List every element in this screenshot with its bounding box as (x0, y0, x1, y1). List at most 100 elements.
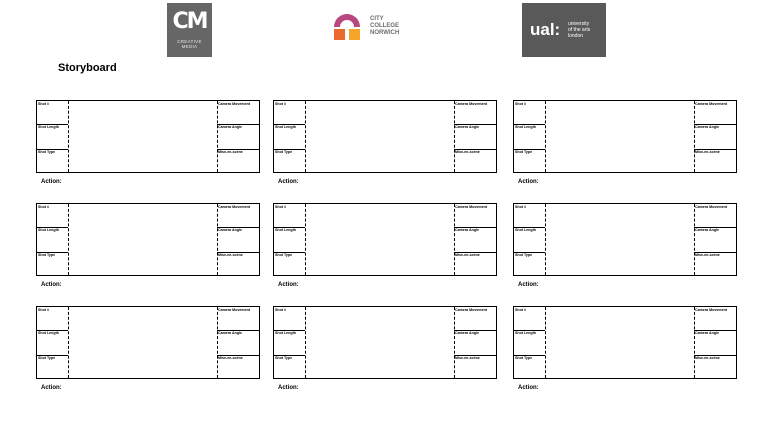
camera-movement-label: Camera Movement (695, 205, 727, 209)
camera-angle-label: Camera Angle (218, 228, 243, 232)
ccn-wordmark: CITY COLLEGE NORWICH (370, 16, 400, 36)
ual-wordmark: university of the arts london (568, 21, 591, 39)
action-label: Action: (278, 179, 299, 185)
panel-right-divider (217, 307, 218, 378)
shot-type-label: Shot Type (275, 253, 293, 257)
action-label: Action: (518, 385, 539, 391)
shot-length-label: Shot Length (275, 228, 296, 232)
mise-en-scene-label: Mise-en-scène (455, 150, 480, 154)
storyboard-panel: Shot # Shot Length Shot Type Camera Move… (513, 100, 737, 173)
panel-left-rule (514, 149, 545, 150)
storyboard-panel: Shot # Shot Length Shot Type Camera Move… (513, 203, 737, 276)
shot-length-label: Shot Length (275, 331, 296, 335)
panel-left-rule (37, 124, 68, 125)
panel-left-divider (305, 101, 306, 172)
shot-type-label: Shot Type (275, 356, 293, 360)
camera-angle-label: Camera Angle (695, 125, 720, 129)
panel-right-rule (454, 252, 496, 253)
panel-left-divider (68, 307, 69, 378)
panel-left-divider (305, 204, 306, 275)
shot-number-label: Shot # (275, 102, 286, 106)
logo-subtitle: CREATIVE MEDIA (177, 39, 202, 49)
panel-left-divider (68, 101, 69, 172)
storyboard-panel: Shot # Shot Length Shot Type Camera Move… (273, 203, 497, 276)
mise-en-scene-label: Mise-en-scène (695, 356, 720, 360)
storyboard-panel: Shot # Shot Length Shot Type Camera Move… (36, 306, 260, 379)
mise-en-scene-label: Mise-en-scène (218, 253, 243, 257)
panel-left-rule (37, 355, 68, 356)
storyboard-panel: Shot # Shot Length Shot Type Camera Move… (36, 100, 260, 173)
camera-movement-label: Camera Movement (455, 205, 487, 209)
shot-length-label: Shot Length (275, 125, 296, 129)
panel-right-rule (454, 355, 496, 356)
panel-right-divider (694, 204, 695, 275)
panel-right-rule (217, 149, 259, 150)
action-label: Action: (41, 179, 62, 185)
shot-type-label: Shot Type (38, 253, 56, 257)
panel-right-rule (454, 227, 496, 228)
shot-number-label: Shot # (515, 205, 526, 209)
panel-left-divider (545, 307, 546, 378)
panel-left-rule (37, 149, 68, 150)
panel-right-rule (454, 330, 496, 331)
panel-right-rule (694, 124, 736, 125)
camera-angle-label: Camera Angle (695, 228, 720, 232)
shot-type-label: Shot Type (38, 356, 56, 360)
panel-right-rule (694, 252, 736, 253)
ual-mark: ual: (530, 20, 561, 39)
panel-left-divider (68, 204, 69, 275)
action-label: Action: (518, 282, 539, 288)
panel-right-divider (454, 101, 455, 172)
camera-angle-label: Camera Angle (218, 125, 243, 129)
panel-left-rule (514, 252, 545, 253)
panel-right-divider (454, 204, 455, 275)
panel-left-rule (37, 330, 68, 331)
shot-length-label: Shot Length (38, 331, 59, 335)
mise-en-scene-label: Mise-en-scène (218, 356, 243, 360)
panel-right-rule (454, 149, 496, 150)
page-title: Storyboard (58, 62, 117, 74)
panel-right-divider (217, 204, 218, 275)
panel-left-rule (37, 227, 68, 228)
shot-length-label: Shot Length (515, 331, 536, 335)
camera-movement-label: Camera Movement (455, 102, 487, 106)
panel-right-rule (694, 330, 736, 331)
action-label: Action: (41, 385, 62, 391)
mise-en-scene-label: Mise-en-scène (455, 356, 480, 360)
panel-right-rule (694, 149, 736, 150)
panel-left-divider (545, 204, 546, 275)
panel-right-rule (217, 227, 259, 228)
panel-left-rule (514, 355, 545, 356)
panel-left-rule (274, 227, 305, 228)
shot-type-label: Shot Type (515, 253, 533, 257)
shot-number-label: Shot # (38, 308, 49, 312)
panel-right-divider (694, 307, 695, 378)
camera-movement-label: Camera Movement (455, 308, 487, 312)
storyboard-panel: Shot # Shot Length Shot Type Camera Move… (513, 306, 737, 379)
mise-en-scene-label: Mise-en-scène (695, 253, 720, 257)
shot-length-label: Shot Length (515, 125, 536, 129)
shot-number-label: Shot # (275, 205, 286, 209)
panel-left-rule (274, 355, 305, 356)
panel-left-rule (514, 124, 545, 125)
panel-left-rule (274, 124, 305, 125)
camera-movement-label: Camera Movement (695, 102, 727, 106)
camera-angle-label: Camera Angle (455, 331, 480, 335)
panel-left-rule (514, 227, 545, 228)
shot-type-label: Shot Type (515, 150, 533, 154)
panel-left-rule (514, 330, 545, 331)
panel-left-rule (274, 330, 305, 331)
panel-right-rule (217, 124, 259, 125)
panel-left-divider (545, 101, 546, 172)
camera-angle-label: Camera Angle (695, 331, 720, 335)
shot-number-label: Shot # (275, 308, 286, 312)
panel-left-rule (274, 149, 305, 150)
shot-type-label: Shot Type (515, 356, 533, 360)
panel-right-rule (217, 252, 259, 253)
action-label: Action: (278, 385, 299, 391)
panel-right-rule (694, 227, 736, 228)
shot-number-label: Shot # (515, 308, 526, 312)
camera-angle-label: Camera Angle (455, 228, 480, 232)
shot-length-label: Shot Length (515, 228, 536, 232)
action-label: Action: (278, 282, 299, 288)
